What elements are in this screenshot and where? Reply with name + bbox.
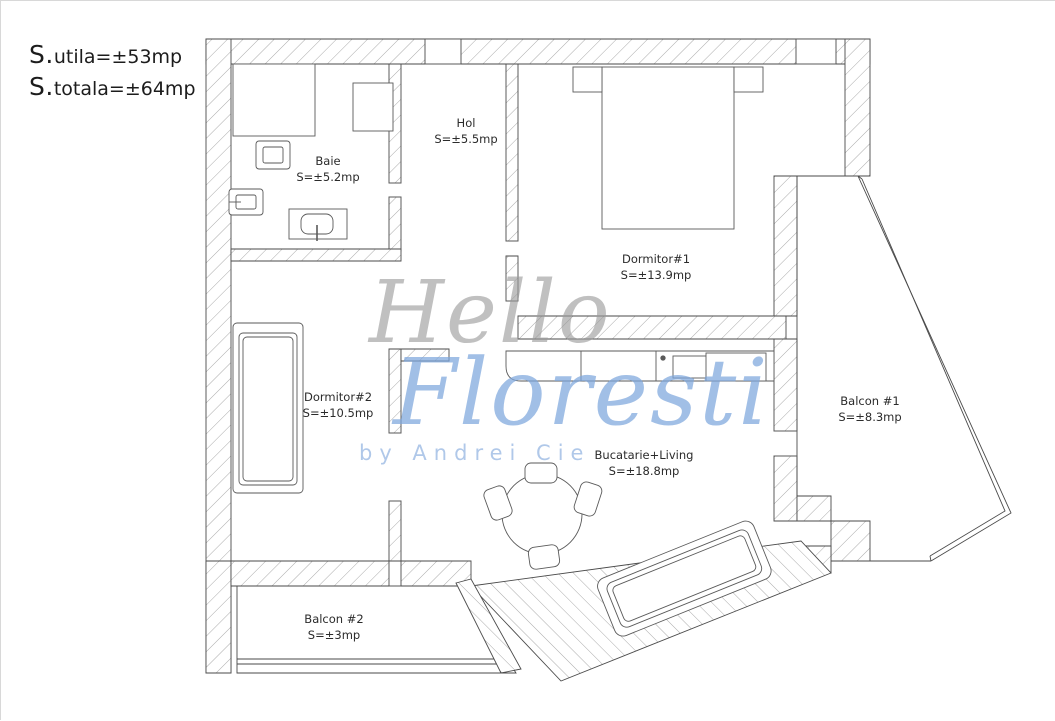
total-area-prefix: S. xyxy=(29,72,54,101)
balcony-2-side-wall xyxy=(455,578,522,674)
room-name: Hol xyxy=(456,116,476,130)
balcony-1-outline xyxy=(857,175,1012,562)
room-area: S=±10.5mp xyxy=(302,406,374,421)
door-openings xyxy=(389,63,836,587)
room-area: S=±13.9mp xyxy=(620,268,692,283)
total-area-value: totala=±64mp xyxy=(53,78,196,100)
room-label-balcon-2: Balcon #2 S=±3mp xyxy=(304,611,363,644)
total-area-line: S.totala=±64mp xyxy=(29,71,196,103)
bedroom-2-furniture xyxy=(232,322,304,494)
room-area: S=±5.5mp xyxy=(434,132,498,147)
dining-set xyxy=(483,462,603,570)
room-area: S=±18.8mp xyxy=(608,464,680,479)
room-name: Balcon #1 xyxy=(840,394,900,408)
room-name: Balcon #2 xyxy=(304,612,364,626)
room-name: Bucatarie+Living xyxy=(594,448,694,462)
total-area-header: S.utila=±53mp S.totala=±64mp xyxy=(29,39,196,103)
balcony-2-outline xyxy=(236,585,517,674)
usable-area-line: S.utila=±53mp xyxy=(29,39,196,71)
room-area: S=±8.3mp xyxy=(838,410,902,425)
bedroom-1-furniture xyxy=(572,66,764,230)
room-name: Dormitor#1 xyxy=(621,252,691,266)
interior-walls xyxy=(230,63,871,587)
bathroom-fixtures xyxy=(228,63,394,241)
exterior-walls xyxy=(205,38,871,674)
usable-area-prefix: S. xyxy=(29,40,54,69)
usable-area-value: utila=±53mp xyxy=(53,46,183,68)
room-area: S=±5.2mp xyxy=(296,170,360,185)
room-name: Dormitor#2 xyxy=(303,390,373,404)
room-name: Baie xyxy=(315,154,341,168)
room-label-balcon-1: Balcon #1 S=±8.3mp xyxy=(838,393,901,426)
living-sofa xyxy=(597,520,772,637)
room-area: S=±3mp xyxy=(307,628,361,643)
wall-openings xyxy=(424,38,837,65)
kitchen-counters xyxy=(505,350,775,382)
